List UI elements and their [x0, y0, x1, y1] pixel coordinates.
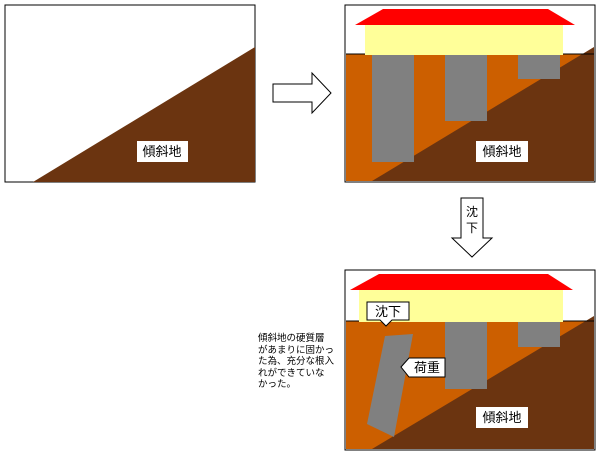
down-arrow: 沈 下	[450, 197, 494, 258]
load-callout-label: 荷重	[414, 360, 440, 376]
panel3-house-roof	[350, 274, 573, 290]
down-arrow-icon	[450, 197, 494, 258]
down-arrow-label-2: 下	[466, 221, 478, 235]
settlement-callout-label: 沈下	[375, 305, 401, 320]
right-arrow-icon	[272, 71, 332, 115]
panel1-label: 傾斜地	[142, 145, 181, 160]
down-arrow-label-1: 沈	[466, 204, 478, 219]
panel2-label-box	[476, 141, 528, 162]
panel3-pile-3	[518, 321, 560, 347]
panel2-pile-2	[445, 54, 487, 121]
panel-slope-bare: 傾斜地	[4, 4, 256, 183]
panel2-label: 傾斜地	[482, 145, 521, 160]
explanation-note: 傾斜地の硬質層 があまりに固かっ た為、充分な根入 れができていな かった。	[258, 333, 335, 390]
panel2-pile-1	[372, 54, 414, 162]
panel2-pile-3	[518, 54, 560, 79]
load-callout: 荷重	[400, 357, 446, 378]
panel1-label-box	[137, 141, 188, 162]
panel3-label: 傾斜地	[482, 411, 521, 426]
load-arrow-icon	[400, 357, 446, 378]
panel3-label-box	[476, 407, 528, 428]
panel-house-on-piles: 傾斜地	[344, 4, 596, 183]
settlement-callout-shape	[366, 301, 410, 327]
panel2-house-wall	[365, 25, 563, 55]
panel-settled-house: 沈下 荷重 傾斜地	[344, 269, 596, 451]
panel2-house-roof	[355, 9, 575, 25]
panel3-pile-2	[445, 321, 487, 389]
panel3-pile-tilted	[367, 334, 413, 437]
settlement-callout: 沈下	[366, 301, 410, 327]
slope-ground	[33, 47, 255, 182]
